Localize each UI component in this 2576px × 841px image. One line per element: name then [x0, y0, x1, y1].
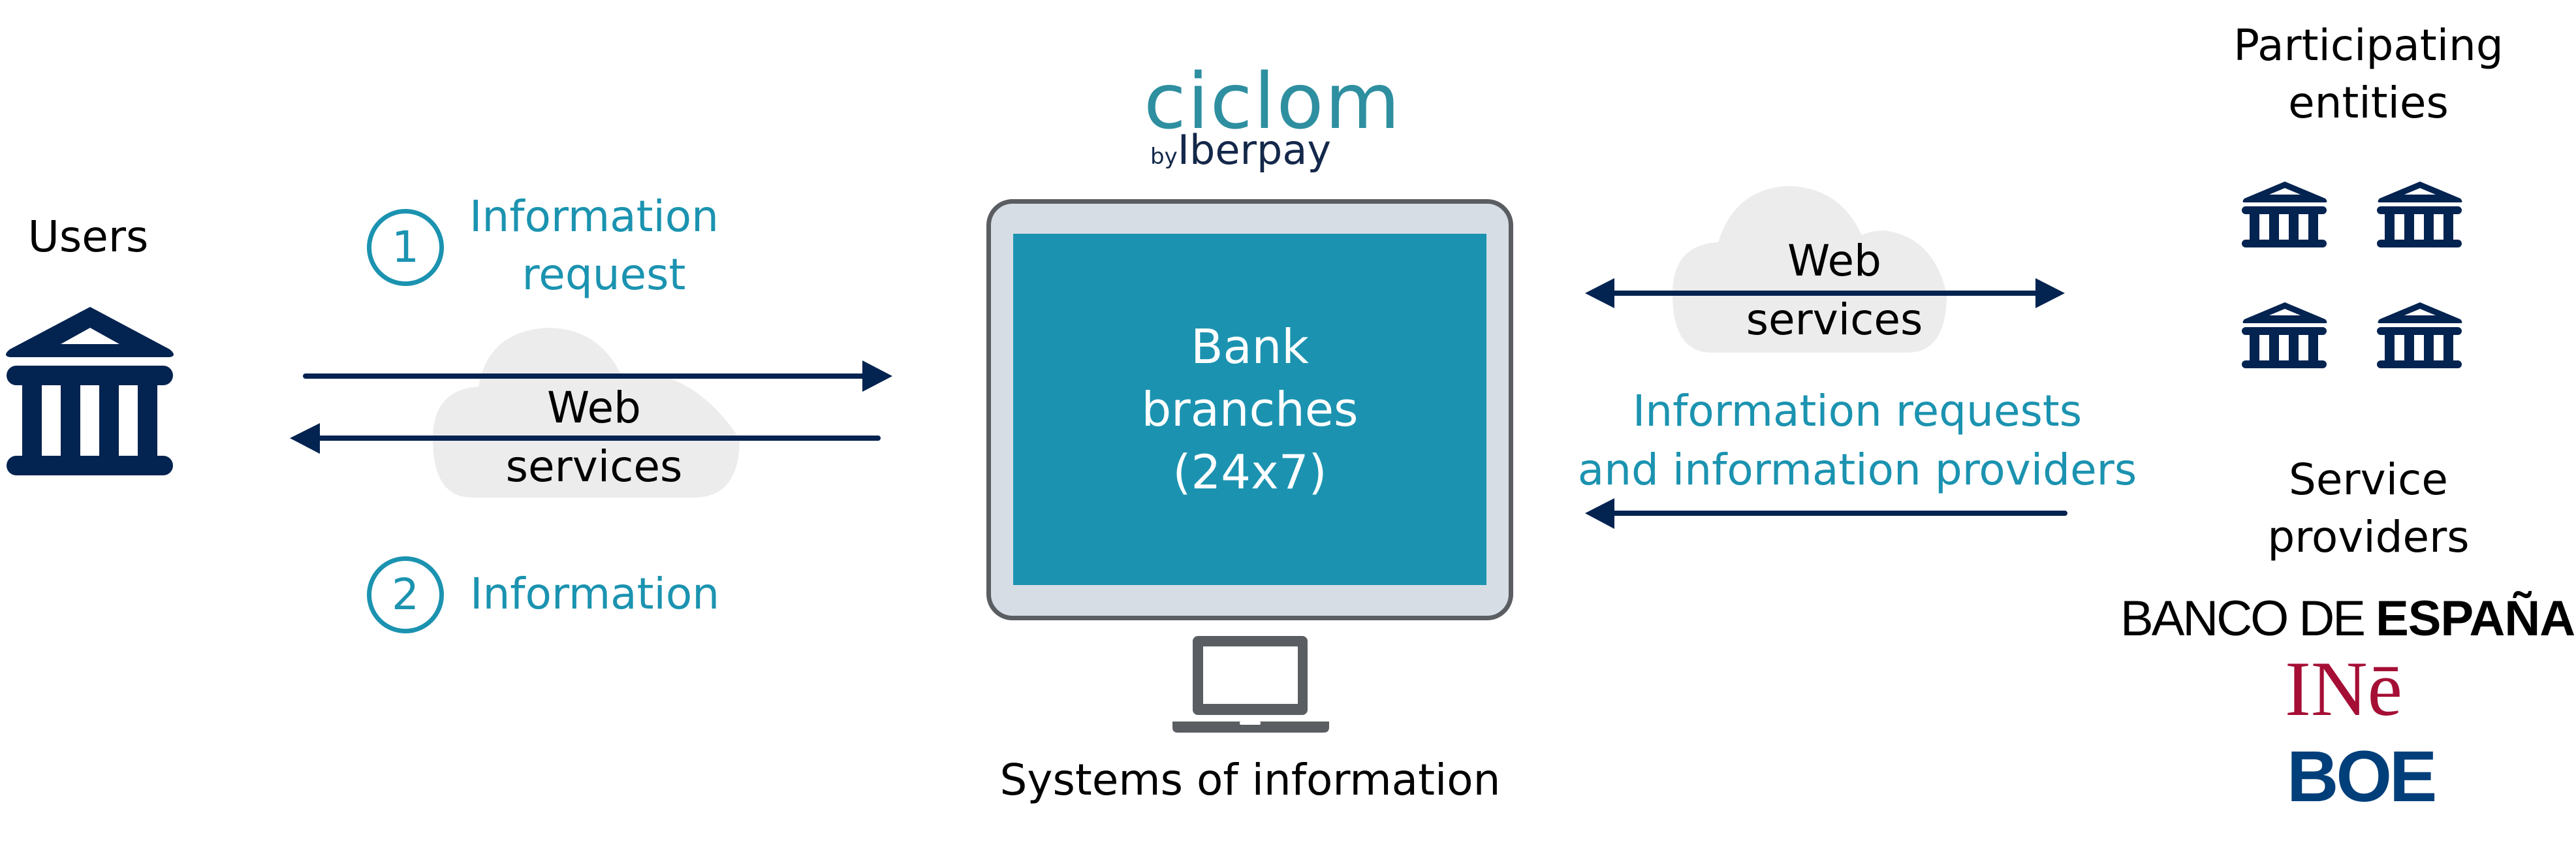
bank-building-icon: [2377, 182, 2462, 247]
monitor-screen: Bank branches (24x7): [1013, 234, 1486, 585]
laptop-icon: [1172, 636, 1329, 733]
step-1-label-line2: request: [522, 249, 686, 300]
users-label: Users: [27, 212, 149, 262]
bank-building-icon: [6, 307, 174, 475]
cloud-icon: [433, 328, 740, 498]
left-cloud-line2: services: [505, 441, 683, 492]
monitor-line1: Bank: [1191, 319, 1309, 374]
iberpay-logo: byIberpay: [1150, 130, 1331, 176]
monitor-line3: (24x7): [1172, 445, 1327, 500]
iberpay-by: by: [1150, 144, 1178, 170]
right-flow-label-line1: Information requests: [1632, 386, 2082, 436]
right-cloud-line2: services: [1746, 294, 1923, 345]
banco-de-espana-bold: ESPAÑA: [2376, 591, 2575, 646]
banco-de-espana-logo: BANCO DE ESPAÑA: [2120, 593, 2575, 645]
systems-caption: Systems of information: [999, 755, 1501, 805]
cloud-icon: [1673, 186, 1947, 353]
boe-logo: BOE: [2287, 737, 2437, 817]
participating-title-line2: entities: [2288, 78, 2449, 128]
service-providers-title-line2: providers: [2267, 512, 2470, 562]
participating-title-line1: Participating: [2233, 20, 2504, 71]
banco-de-espana-light: BANCO DE: [2120, 591, 2376, 646]
ciclom-logo: ciclom: [1144, 56, 1402, 146]
monitor-line2: branches: [1141, 382, 1359, 437]
left-cloud-line1: Web: [547, 383, 641, 433]
iberpay-name: Iberpay: [1177, 126, 1332, 174]
ine-logo: INē: [2285, 645, 2402, 732]
step-1-label-line1: Information: [469, 191, 719, 242]
bank-building-icon: [2242, 182, 2327, 247]
right-cloud-line1: Web: [1787, 236, 1881, 286]
right-flow-label-line2: and information providers: [1577, 445, 2137, 495]
bank-building-icon: [2377, 302, 2462, 368]
service-providers-title-line1: Service: [2289, 454, 2448, 505]
bank-building-icon: [2242, 302, 2327, 368]
step-2-label: Information: [470, 569, 720, 619]
step-2-badge: 2: [367, 556, 444, 633]
step-1-badge: 1: [367, 209, 444, 286]
